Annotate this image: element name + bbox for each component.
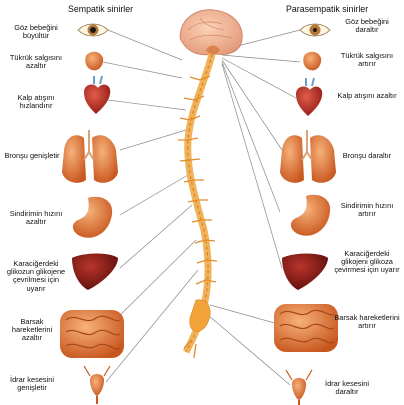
sympathetic-label-heart: Kalp atışını hızlandırır: [17, 93, 55, 111]
sympathetic-label-digestion: Sindirimin hızını azaltır: [9, 209, 63, 227]
parasympathetic-nerve-lines: [207, 29, 301, 386]
left-stomach-icon: [72, 196, 113, 238]
spinal-column: [182, 53, 216, 354]
sympathetic-label-saliva: Tükrük salgısını azaltır: [9, 53, 63, 71]
parasympathetic-label-eye: Göz bebeğini daraltır: [345, 17, 389, 35]
left-bladder-icon: [83, 365, 111, 404]
parasympathetic-label-heart: Kalp atışını azaltır: [337, 91, 397, 100]
left-salivary-gland-icon: [85, 51, 104, 71]
parasympathetic-label-digestion: Sindirimin hızını artırır: [340, 201, 394, 219]
sympathetic-label-intestine: Barsak hareketlerini azaltır: [11, 317, 53, 343]
left-heart-icon: [84, 75, 111, 114]
right-stomach-icon: [290, 194, 331, 236]
parasympathetic-label-bronchi: Bronşu daraltır: [342, 151, 392, 160]
right-eye-icon: [299, 23, 331, 37]
sympathetic-label-bladder: İdrar kesesini genişletir: [10, 375, 54, 393]
right-lungs-icon: [280, 130, 336, 183]
parasympathetic-label-bladder: İdrar kesesini daraltır: [325, 379, 369, 397]
right-heart-icon: [296, 77, 323, 116]
parasympathetic-header: Parasempatik sinirler: [286, 4, 369, 14]
parasympathetic-label-saliva: Tükrük salgısını artırır: [340, 51, 394, 69]
right-salivary-gland-icon: [303, 51, 322, 71]
parasympathetic-label-liver: Karaciğerdeki glikojeni glikoza çevirmes…: [334, 249, 400, 275]
sympathetic-label-eye: Göz bebeğini büyültür: [14, 23, 58, 41]
sympathetic-label-bronchi: Bronşu genişletir: [4, 151, 60, 160]
right-liver-icon: [282, 253, 328, 290]
left-liver-icon: [72, 253, 118, 290]
sympathetic-nerve-lines: [102, 29, 199, 383]
left-lungs-icon: [62, 130, 118, 183]
right-intestine-icon: [274, 304, 338, 352]
left-intestine-icon: [60, 310, 124, 358]
parasympathetic-label-intestine: Barsak hareketlerini artırır: [334, 313, 400, 331]
sympathetic-label-liver: Karaciğerdeki glikozun glikojene çevrilm…: [6, 259, 66, 293]
sympathetic-header: Sempatik sinirler: [68, 4, 134, 14]
left-eye-icon: [77, 23, 109, 37]
spinal-nerve-branches: [178, 75, 218, 359]
right-bladder-icon: [285, 369, 313, 405]
brain-icon: [179, 9, 243, 56]
